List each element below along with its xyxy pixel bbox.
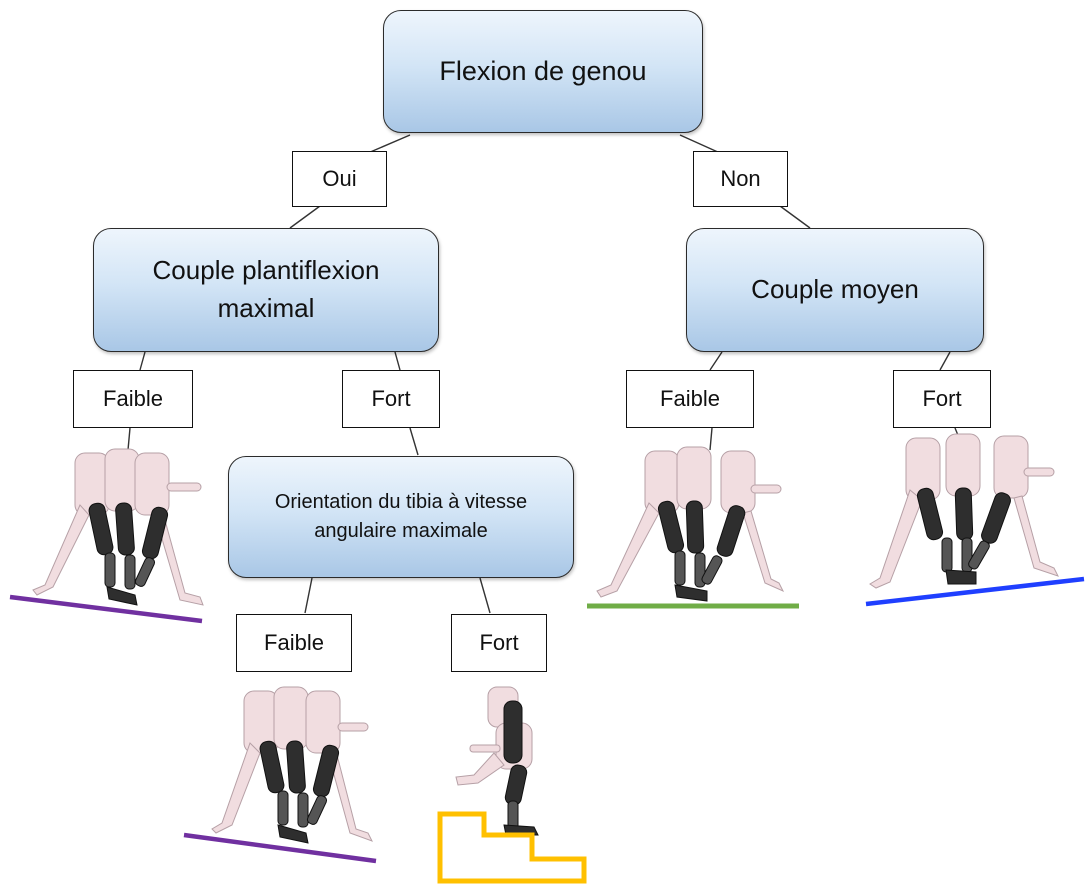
outcome-stairs-icon [437, 686, 587, 884]
downhill-ground-line [9, 594, 203, 624]
branch-label-right-fort: Fort [893, 370, 991, 428]
node-knee-flexion-label: Flexion de genou [439, 55, 647, 86]
stairs-outline [437, 811, 587, 884]
branch-label-non: Non [693, 151, 788, 207]
node-tibia-orientation: Orientation du tibia à vitesse angulaire… [228, 456, 574, 578]
branch-label-left-faible: Faible [73, 370, 193, 428]
uphill-ground-line [865, 576, 1085, 607]
node-average-torque: Couple moyen [686, 228, 984, 352]
outcome-downhill-walk-icon [9, 448, 204, 624]
branch-label-left-fort: Fort [342, 370, 440, 428]
branch-label-tibia-faible: Faible [236, 614, 352, 672]
outcome-downhill-walk-2-icon [183, 686, 377, 864]
outcome-uphill-walk-icon [865, 433, 1085, 607]
node-tibia-orientation-label: Orientation du tibia à vitesse angulaire… [274, 491, 528, 542]
branch-label-right-faible: Faible [626, 370, 754, 428]
branch-label-tibia-fort: Fort [451, 614, 547, 672]
downhill-ground-line-2 [183, 832, 377, 864]
node-plantarflexion-torque-label: Couple plantiflexion maximal [152, 255, 380, 323]
node-average-torque-label: Couple moyen [751, 274, 919, 305]
branch-label-oui: Oui [292, 151, 387, 207]
outcome-flat-walk-icon [587, 446, 799, 609]
node-knee-flexion: Flexion de genou [383, 10, 703, 133]
node-plantarflexion-torque: Couple plantiflexion maximal [93, 228, 439, 352]
